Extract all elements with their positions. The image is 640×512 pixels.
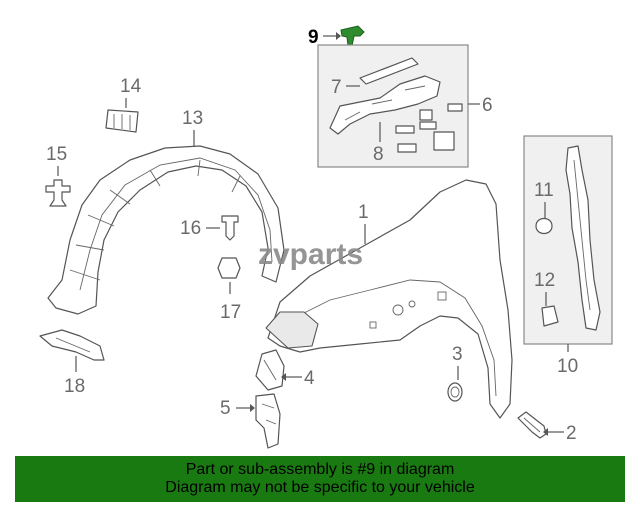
part-8-bracket[interactable] [329,75,441,135]
callout-15[interactable]: 15 [46,144,67,165]
part-5-bracket[interactable] [255,393,281,449]
part-16-clip[interactable] [221,215,239,241]
callout-17[interactable]: 17 [220,302,241,323]
parts-diagram: 9 7 8 6 11 12 10 13 [39,25,613,449]
part-18-bracket[interactable] [39,329,105,361]
part-9-clip[interactable] [340,25,365,47]
callout-9[interactable]: 9 [308,27,319,48]
part-12-clip[interactable] [541,305,559,327]
watermark-logo: zvparts [258,238,363,271]
callout-7[interactable]: 7 [331,77,342,98]
info-banner: Part or sub-assembly is #9 in diagram Di… [15,456,625,502]
part-1-fender[interactable] [267,179,513,419]
part-7-seal[interactable] [359,57,419,85]
callout-6[interactable]: 6 [482,95,493,116]
part-1-inner-panel [265,311,319,349]
callout-16[interactable]: 16 [180,218,201,239]
callout-1[interactable]: 1 [358,202,369,223]
part-14-seal[interactable] [105,109,139,133]
part-10-seal[interactable] [565,145,601,331]
callout-5[interactable]: 5 [220,398,231,419]
callout-11[interactable]: 11 [534,180,554,201]
part-4-bracket[interactable] [255,349,285,391]
callout-13[interactable]: 13 [182,108,203,129]
part-13-fender-liner[interactable] [47,145,285,315]
callout-8[interactable]: 8 [373,144,384,165]
part-17-nut[interactable] [217,257,241,279]
part-11-clip[interactable] [535,217,553,235]
callout-14[interactable]: 14 [120,76,142,97]
banner-line-1: Part or sub-assembly is #9 in diagram [185,461,455,478]
callout-4[interactable]: 4 [304,368,315,389]
callout-2[interactable]: 2 [566,423,577,444]
callout-18[interactable]: 18 [64,376,85,397]
banner-line-2: Diagram may not be specific to your vehi… [165,479,475,496]
part-6-pads[interactable] [395,103,463,153]
callout-12[interactable]: 12 [534,270,555,291]
callout-10[interactable]: 10 [557,356,578,377]
part-15-clip[interactable] [45,179,71,207]
callout-3[interactable]: 3 [452,344,463,365]
arrow-9 [336,32,341,40]
part-3-plug[interactable] [447,382,463,402]
part-2-bolt[interactable] [517,411,547,439]
